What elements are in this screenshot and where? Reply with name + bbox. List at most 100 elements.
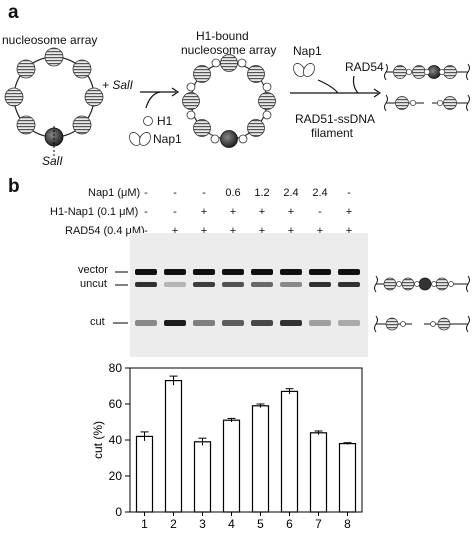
x-tick-label: 4	[228, 517, 235, 531]
row-label-rad54: RAD54 (0.4 μM)	[65, 225, 145, 237]
lane-condition-cell: +	[345, 225, 353, 237]
h1-label: H1	[157, 114, 173, 128]
lane-condition-cell: +	[345, 206, 353, 218]
cut-band	[280, 320, 302, 326]
sali-site-label: SalI	[42, 154, 63, 168]
plot-frame	[129, 367, 363, 513]
uncut-band	[193, 282, 215, 287]
lane-condition-cell: +	[200, 225, 208, 237]
bar	[251, 405, 270, 513]
row-label-h1-nap1: H1-Nap1 (0.1 μM)	[50, 206, 139, 218]
bar	[280, 390, 299, 513]
uncut-band	[338, 282, 360, 287]
bar	[164, 380, 183, 513]
nucleosome-ring-left	[4, 47, 104, 156]
gel-image	[130, 233, 368, 357]
bar	[135, 435, 154, 513]
cut-band	[251, 320, 273, 326]
h1-bound-label-line1: H1-bound	[196, 29, 249, 43]
lane-condition-cell: +	[316, 225, 324, 237]
vector-band	[193, 269, 215, 275]
lane-condition-cell: -	[144, 206, 148, 218]
nap1-top-label: Nap1	[293, 44, 322, 58]
filament-label-line1: RAD51-ssDNA	[295, 112, 376, 126]
cut-band	[309, 320, 331, 326]
lane-condition-cell: +	[287, 206, 295, 218]
cut-band	[135, 320, 157, 326]
vector-band	[338, 269, 360, 275]
vector-band	[164, 269, 186, 275]
bar	[222, 419, 241, 513]
plus-sali-label: + SalI	[102, 78, 134, 92]
uncut-band	[309, 282, 331, 287]
uncut-product-icon	[374, 275, 470, 293]
gel-ticks	[113, 271, 128, 324]
lane-condition-cell: -	[173, 187, 177, 199]
bar	[338, 442, 357, 513]
x-tick-label: 6	[286, 517, 293, 531]
uncut-band	[280, 282, 302, 287]
uncut-band	[222, 282, 244, 287]
lane-condition-cell: -	[202, 187, 206, 199]
lane-condition-cell: -	[347, 187, 351, 199]
uncut-band	[135, 282, 157, 287]
panel-a-letter: a	[8, 2, 19, 23]
x-tick-label: 1	[141, 517, 148, 531]
panel-b-letter: b	[8, 176, 20, 197]
lane-condition-cell: +	[171, 225, 179, 237]
y-tick-label: 0	[115, 505, 122, 519]
vector-band	[251, 269, 273, 275]
lane-condition-cell: 2.4	[283, 187, 299, 199]
cut-product-icon	[374, 315, 470, 333]
y-axis-label: cut (%)	[91, 421, 105, 459]
nap1-icon-top	[293, 63, 315, 77]
bar	[309, 432, 328, 513]
lane-condition-cell: 2.4	[312, 187, 328, 199]
cut-band	[338, 320, 360, 326]
h1-bound-label-line2: nucleosome array	[181, 43, 277, 57]
y-tick-label: 20	[109, 469, 123, 483]
product-uncut-icon	[384, 63, 470, 81]
y-tick-label: 40	[109, 433, 123, 447]
lane-condition-cell: -	[173, 206, 177, 218]
lane-condition-cell: +	[258, 225, 266, 237]
gel-label-uncut: uncut	[80, 278, 107, 290]
lane-condition-cell: -	[144, 187, 148, 199]
uncut-band	[251, 282, 273, 287]
vector-band	[309, 269, 331, 275]
lane-condition-cell: +	[287, 225, 295, 237]
x-tick-label: 7	[315, 517, 322, 531]
lane-condition-cell: +	[229, 206, 237, 218]
x-tick-label: 5	[257, 517, 264, 531]
uncut-band	[164, 282, 186, 287]
nap1-label: Nap1	[153, 132, 182, 146]
vector-band	[280, 269, 302, 275]
rad54-label: RAD54	[345, 60, 384, 74]
nucleosome-array-label: nucleosome array	[2, 33, 98, 47]
panel-a-scheme	[4, 47, 470, 156]
nucleosome-ring-h1-bound	[182, 54, 276, 148]
nap1-icon	[129, 132, 151, 146]
gel-product-icons	[374, 275, 470, 333]
lane-condition-cell: -	[144, 225, 148, 237]
cut-band	[164, 320, 186, 326]
product-cut-icon	[384, 94, 470, 112]
x-tick-label: 8	[344, 517, 351, 531]
filament-label-line2: filament	[311, 126, 354, 140]
row-label-nap1: Nap1 (μM)	[88, 187, 141, 199]
lane-condition-cell: 0.6	[225, 187, 241, 199]
lane-condition-cell: +	[258, 206, 266, 218]
x-tick-label: 2	[170, 517, 177, 531]
gel-label-vector: vector	[78, 264, 108, 276]
lane-condition-cell: 1.2	[254, 187, 270, 199]
lane-condition-cell: -	[318, 206, 322, 218]
x-tick-label: 3	[199, 517, 206, 531]
gel-label-cut: cut	[90, 316, 105, 328]
bar	[193, 441, 212, 513]
lane-condition-cell: +	[229, 225, 237, 237]
lane-condition-cell: +	[200, 206, 208, 218]
vector-band	[135, 269, 157, 275]
vector-band	[222, 269, 244, 275]
y-tick-label: 60	[109, 397, 123, 411]
cut-band	[222, 320, 244, 326]
